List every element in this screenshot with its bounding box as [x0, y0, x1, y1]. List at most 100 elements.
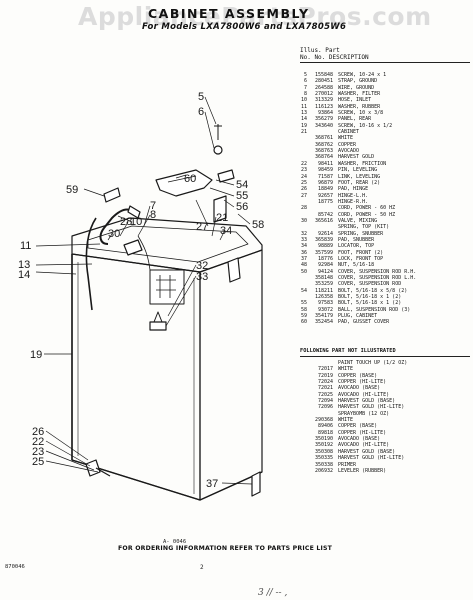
part-number: 18776 [317, 255, 333, 262]
part-number: 350335 [314, 455, 333, 462]
illus-number: 55 [300, 300, 307, 307]
part-description: LOCATOR, TOP [338, 243, 375, 250]
part-description: SPRAYBOMB (12 OZ) [338, 410, 390, 417]
leader-23 [45, 450, 95, 471]
hose-fitting [127, 205, 141, 219]
valve-bracket [149, 269, 185, 305]
leader-28 [119, 221, 129, 237]
part-description: BOLT, 5/16-18 x 1 (2) [338, 294, 402, 301]
part-description: WASHER, FILTER [338, 91, 381, 98]
illus-number: 6 [303, 78, 307, 85]
part-description: AVOCADO (HI-LITE) [338, 442, 390, 449]
cabinet-side-panel [199, 249, 263, 501]
cabinet-exploded-diagram: 5 6 59 60 54 55 56 7 8 10 28 30 27 21 34… [18, 91, 264, 501]
part-number: 97583 [317, 300, 333, 307]
screw-5 [214, 124, 222, 140]
callout-28: 28 [120, 216, 132, 228]
callout-5: 5 [198, 91, 204, 103]
part-description: PAINT TOUCH UP (1/2 OZ) [338, 360, 408, 366]
illus-number: 33 [300, 236, 307, 243]
part-number: 72019 [317, 372, 333, 379]
unillustrated-part-row: 72021 AVOCADO (BASE) [297, 385, 473, 391]
illus-number: 8 [303, 91, 307, 98]
callout-58: 58 [252, 219, 264, 231]
part-description: HINGE-R.H. [338, 198, 369, 205]
illus-number: 7 [303, 84, 307, 91]
strap-6-ring [213, 145, 223, 155]
leader-33 [165, 275, 197, 327]
part-description: AVOCADO (BASE) [338, 436, 381, 443]
snubber-pad [149, 321, 167, 331]
part-number: 358148 [314, 275, 333, 281]
part-number: 343640 [314, 122, 333, 129]
leader-30 [107, 233, 113, 241]
part-description: COVER, SUSPENSION ROD [338, 281, 402, 288]
callout-25: 25 [32, 456, 44, 468]
unillustrated-part-row: 350192 AVOCADO (HI-LITE) [297, 442, 473, 448]
part-description: WHITE [338, 135, 354, 142]
page-title: CABINET ASSEMBLY [148, 6, 310, 21]
part-description: PANEL, REAR [338, 116, 372, 123]
illus-number: 28 [300, 205, 307, 212]
callout-22: 22 [32, 436, 44, 448]
callout-8: 8 [150, 209, 156, 221]
page-subtitle: For Models LXA7800W6 and LXA7805W6 [142, 22, 347, 32]
leader-5 [204, 96, 217, 125]
leader-6 [204, 111, 215, 149]
part-number: 357599 [314, 249, 333, 256]
part-description: PLUG, CABINET [338, 313, 378, 320]
part-number: 206932 [314, 467, 333, 474]
illus-number: 19 [300, 122, 307, 129]
cabinet-plug [103, 187, 121, 203]
part-number: 350192 [314, 442, 333, 449]
part-number: 89818 [317, 429, 333, 436]
inlet-hose [99, 208, 131, 245]
callout-34: 34 [220, 225, 232, 237]
part-number: 96879 [317, 179, 333, 186]
callout-23: 23 [32, 446, 44, 458]
illus-number: 59 [300, 313, 307, 320]
cabinet-top-inner [87, 225, 249, 263]
leader-32 [167, 264, 197, 317]
part-number: 18849 [317, 186, 333, 193]
callout-56: 56 [236, 201, 248, 213]
part-number: 126358 [314, 294, 333, 301]
callout-14: 14 [18, 269, 30, 281]
part-description: VALVE, MIXING [338, 217, 378, 224]
part-number: 72021 [317, 385, 333, 392]
callout-55: 55 [236, 190, 248, 202]
illus-number: 30 [300, 217, 307, 224]
suspension-rod-cover [227, 257, 241, 283]
illus-number: 25 [300, 179, 307, 186]
part-description: AVOCADO (BASE) [338, 385, 381, 392]
illus-number: 11 [300, 103, 307, 110]
leader-21 [211, 216, 217, 237]
not-illustrated-heading: FOLLOWING PART NOT ILLUSTRATED [300, 348, 396, 354]
part-row: 126358 BOLT, 5/16-18 x 1 (2) [297, 294, 473, 300]
illus-number: 36 [300, 249, 307, 256]
part-row: SPRING, TOP (KIT) [297, 224, 473, 230]
callout-10: 10 [130, 216, 142, 228]
part-description: WIRE, GROUND [338, 84, 375, 91]
part-description: HARVEST GOLD (HI-LITE) [338, 455, 405, 462]
wire-ground [137, 235, 151, 271]
part-number: 118211 [314, 287, 333, 294]
part-number: 155848 [314, 72, 333, 78]
